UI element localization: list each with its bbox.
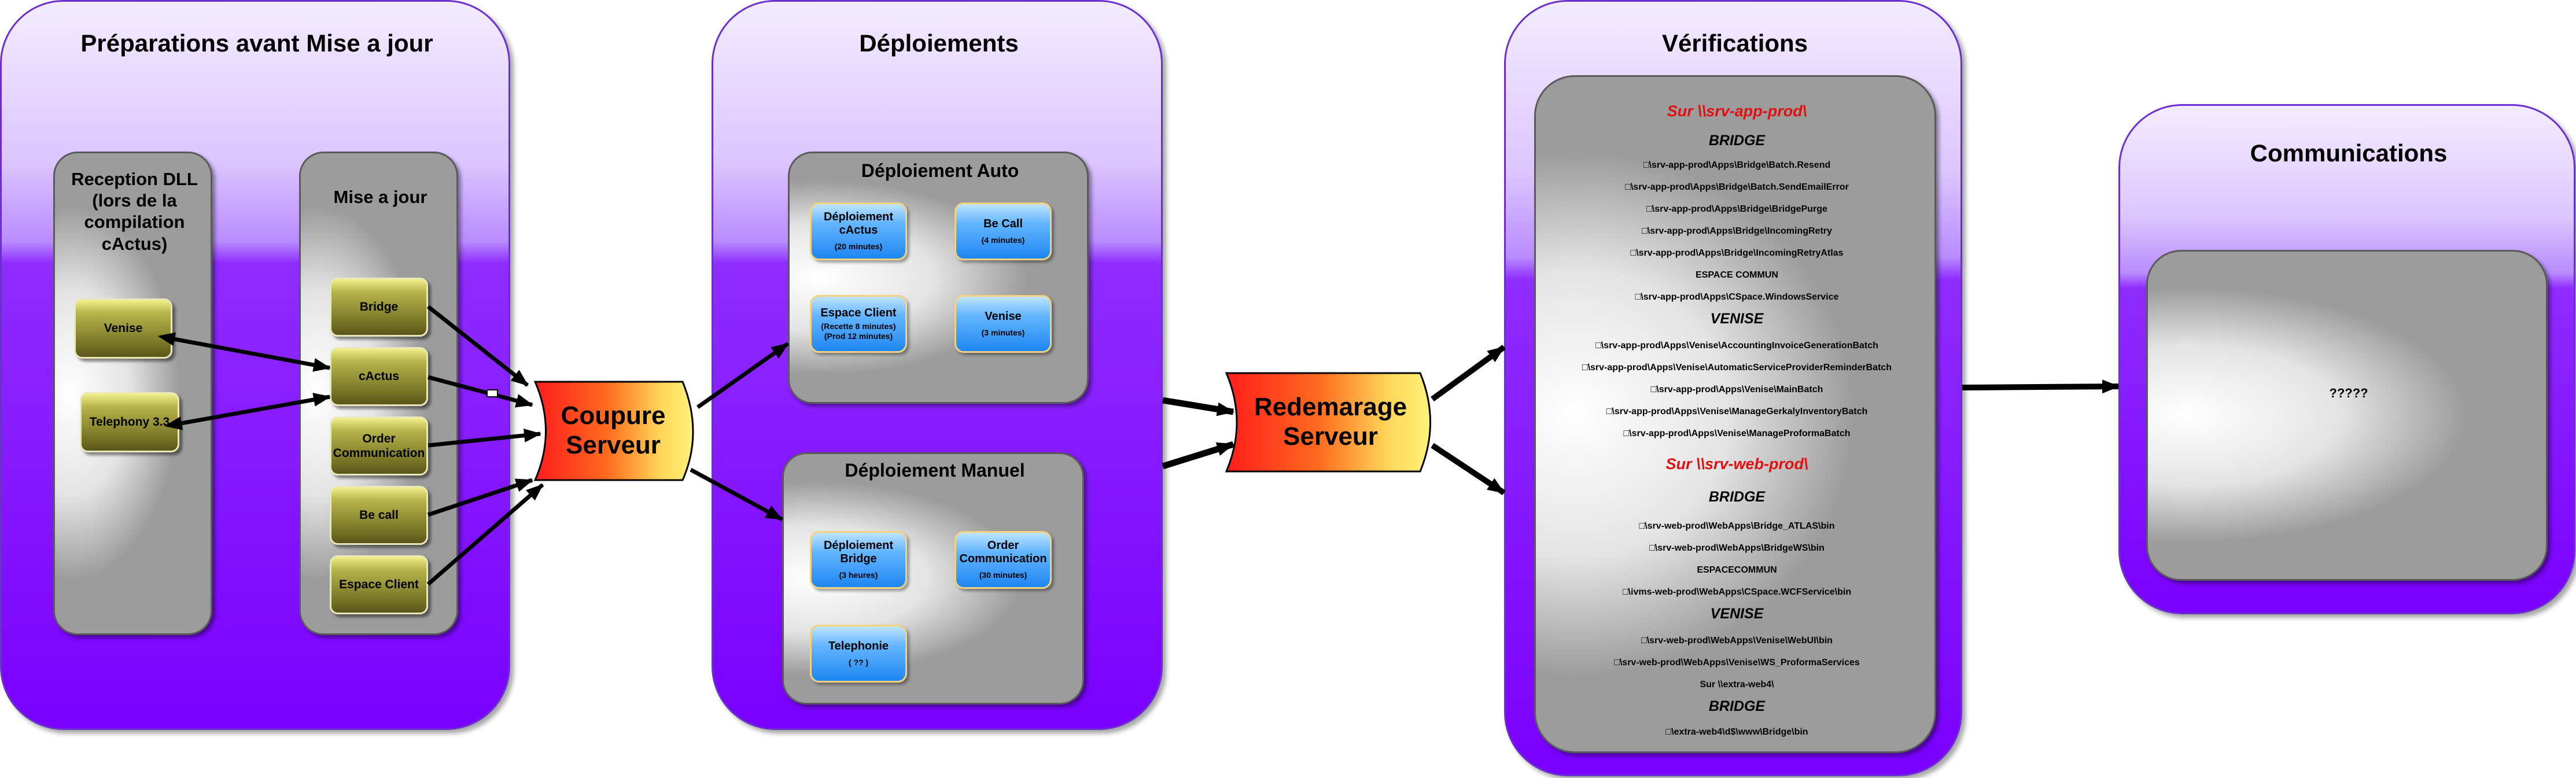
verifications-pane: Sur \\srv-app-prod\ BRIDGE □\srv-app-pro… (1534, 75, 1936, 753)
verif-app-bridge-line: □\srv-app-prod\Apps\Bridge\BridgePurge (1646, 204, 1827, 214)
maj-bridge-box[interactable]: Bridge (330, 278, 428, 337)
redemarage-serveur-shape (1225, 372, 1431, 473)
telephonie-deploy-title: Telephonie (828, 639, 889, 652)
verif-app-venise-line: □\srv-app-prod\Apps\Venise\MainBatch (1650, 385, 1823, 394)
maj-be-call-box[interactable]: Be call (330, 486, 428, 545)
verif-web-espace-line: □\ivms-web-prod\WebApps\CSpace.WCFServic… (1622, 587, 1852, 597)
section-title-communications: Communications (2250, 139, 2448, 167)
verif-app-venise-head: VENISE (1710, 311, 1764, 327)
deploiement-cactus-box[interactable]: Déploiement cActus (20 minutes) (810, 202, 907, 260)
verif-app-bridge-line: □\srv-app-prod\Apps\Bridge\IncomingRetry… (1630, 248, 1844, 258)
venise-deploy-box[interactable]: Venise (3 minutes) (955, 295, 1052, 353)
be-call-deploy-box[interactable]: Be Call (4 minutes) (955, 202, 1052, 260)
verif-extra-bridge-head: BRIDGE (1708, 698, 1766, 714)
coupure-serveur-shape (533, 381, 694, 481)
telephonie-deploy-duration: ( ?? ) (848, 657, 869, 667)
communications-pane: ????? (2146, 250, 2548, 581)
arrow-deploy-redemarage-top (1162, 397, 1234, 416)
espace-client-deploy-duration: (Recette 8 minutes) (Prod 12 minutes) (821, 321, 896, 341)
verif-app-bridge-head: BRIDGE (1708, 132, 1766, 149)
venise-dll-box[interactable]: Venise (74, 298, 172, 359)
maj-cactus-box[interactable]: cActus (330, 347, 428, 406)
verif-app-venise-line: □\srv-app-prod\Apps\Venise\AutomaticServ… (1582, 363, 1892, 373)
deploiement-manuel-title: Déploiement Manuel (845, 460, 1025, 481)
verif-app-header: Sur \\srv-app-prod\ (1667, 102, 1807, 120)
verif-app-espace-line: □\srv-app-prod\Apps\CSpace.WindowsServic… (1635, 292, 1839, 302)
deploiement-auto-title: Déploiement Auto (861, 160, 1019, 181)
arrow-coupure-auto (696, 342, 790, 409)
verif-app-espace-head: ESPACE COMMUN (1696, 270, 1778, 280)
verif-web-venise-line: □\srv-web-prod\WebApps\Venise\WebUI\bin (1641, 636, 1833, 646)
mise-a-jour-title: Mise a jour (333, 187, 428, 207)
venise-deploy-title: Venise (985, 309, 1022, 323)
verif-extra-bridge-line: □\extra-web4\d$\www\Bridge\bin (1665, 727, 1808, 737)
arrow-cactus-coupure (428, 375, 533, 408)
section-title-preparations: Préparations avant Mise a jour (80, 30, 433, 57)
verif-web-bridge-head: BRIDGE (1708, 489, 1766, 505)
arrow-bridge-coupure (426, 305, 529, 387)
arrow-coupure-manuel (690, 467, 783, 522)
section-title-deploiements: Déploiements (859, 30, 1019, 57)
telephonie-deploy-box[interactable]: Telephonie ( ?? ) (810, 625, 907, 683)
be-call-deploy-title: Be Call (983, 217, 1023, 230)
verif-web-venise-line: □\srv-web-prod\WebApps\Venise\WS_Proform… (1614, 658, 1860, 668)
order-communication-deploy-title: Order Communication (959, 539, 1047, 566)
order-communication-deploy-duration: (30 minutes) (979, 570, 1027, 580)
espace-client-deploy-box[interactable]: Espace Client (Recette 8 minutes) (Prod … (810, 295, 907, 353)
verif-web-venise-head: VENISE (1710, 606, 1764, 622)
communications-text: ????? (2329, 386, 2368, 400)
arrow-becall-coupure (427, 478, 533, 517)
arrow-order-coupure (428, 428, 541, 448)
order-communication-deploy-box[interactable]: Order Communication (30 minutes) (955, 531, 1052, 589)
verif-app-bridge-line: □\srv-app-prod\Apps\Bridge\Batch.Resend (1643, 160, 1831, 170)
arrow-redemarage-verif-top (1431, 344, 1506, 402)
verif-web-bridge-line: □\srv-web-prod\WebApps\Bridge_ATLAS\bin (1639, 521, 1835, 531)
verif-app-venise-line: □\srv-app-prod\Apps\Venise\ManageProform… (1623, 429, 1851, 438)
arrow-deploy-redemarage-bottom (1162, 441, 1234, 470)
arrow-venise-bridge (157, 332, 331, 372)
deploiement-bridge-box[interactable]: Déploiement Bridge (3 heures) (810, 531, 907, 589)
be-call-deploy-duration: (4 minutes) (981, 235, 1025, 245)
verif-web-espace-head: ESPACECOMMUN (1697, 565, 1777, 575)
arrow-verif-communications (1962, 379, 2120, 394)
verif-web-bridge-line: □\srv-web-prod\WebApps\BridgeWS\bin (1649, 543, 1825, 553)
redemarage-serveur-label[interactable]: Redemarage Serveur (1254, 393, 1407, 451)
deploiement-bridge-title: Déploiement Bridge (823, 539, 894, 566)
verif-app-bridge-line: □\srv-app-prod\Apps\Bridge\Batch.SendEma… (1625, 182, 1849, 192)
small-label-marker (487, 389, 498, 397)
telephony-dll-box[interactable]: Telephony 3.3 (80, 392, 179, 452)
section-title-verifications: Vérifications (1661, 30, 1808, 57)
venise-deploy-duration: (3 minutes) (981, 327, 1025, 337)
deploiement-bridge-duration: (3 heures) (839, 570, 878, 580)
verif-app-bridge-line: □\srv-app-prod\Apps\Bridge\IncomingRetry (1642, 226, 1832, 236)
verif-web-header: Sur \\srv-web-prod\ (1665, 455, 1808, 473)
verif-extra-header: Sur \\extra-web4\ (1700, 680, 1774, 689)
verif-app-venise-line: □\srv-app-prod\Apps\Venise\ManageGerkaly… (1606, 407, 1868, 416)
maj-order-communication-box[interactable]: Order Communication (330, 416, 428, 475)
arrow-telephony-cactus (164, 393, 331, 430)
coupure-serveur-label[interactable]: Coupure Serveur (561, 401, 666, 459)
deploiement-auto-pane: Déploiement Auto (788, 152, 1089, 404)
arrow-espace-coupure (426, 483, 544, 586)
espace-client-deploy-title: Espace Client (820, 306, 897, 319)
arrow-redemarage-verif-bottom (1431, 443, 1506, 496)
deploiement-cactus-duration: (20 minutes) (834, 242, 883, 252)
verif-app-venise-line: □\srv-app-prod\Apps\Venise\AccountingInv… (1595, 341, 1878, 351)
deploiement-cactus-title: Déploiement cActus (823, 211, 894, 237)
reception-dll-title: Reception DLL (lors de la compilation cA… (71, 169, 198, 254)
maj-espace-client-box[interactable]: Espace Client (330, 555, 428, 614)
